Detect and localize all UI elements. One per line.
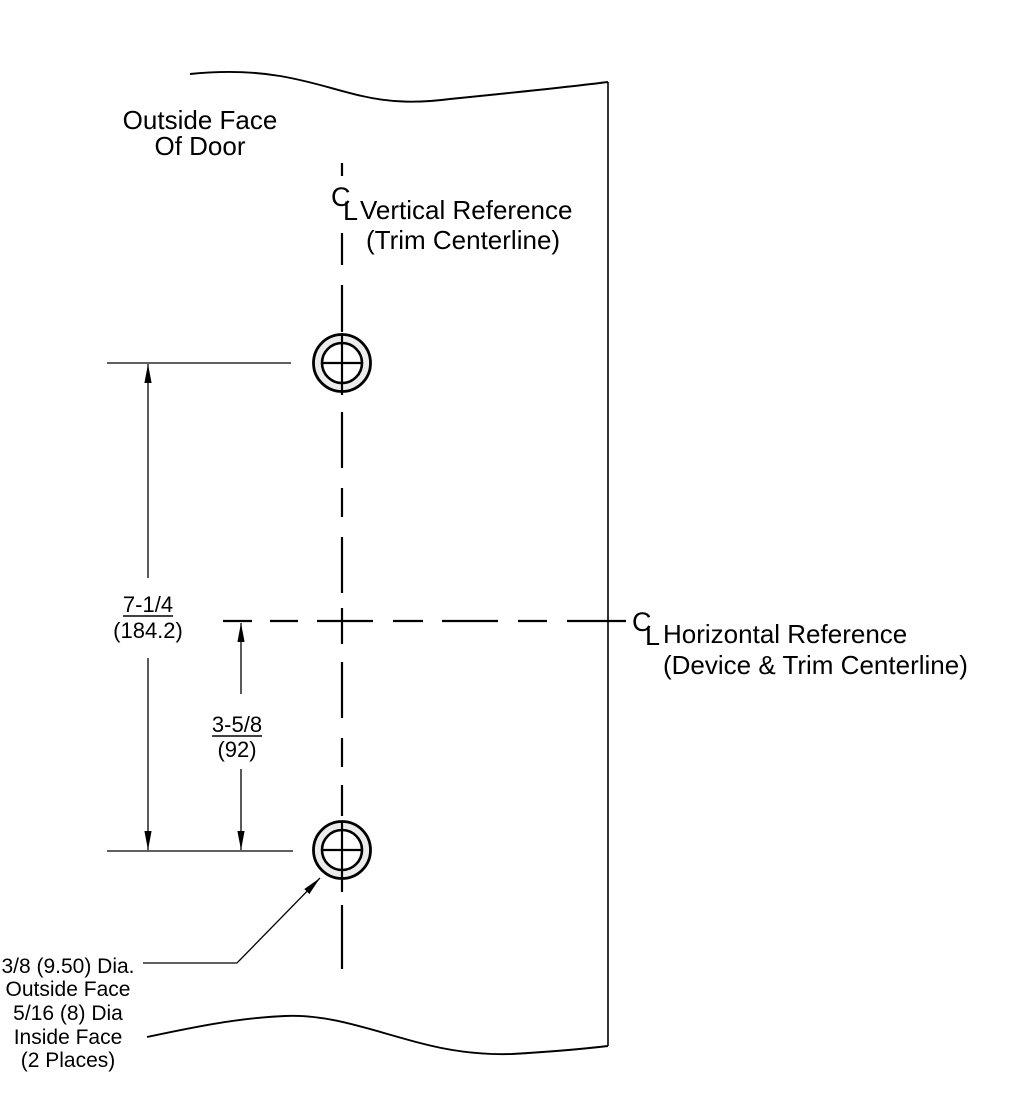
horizontal-reference-label-line2: (Device & Trim Centerline) bbox=[663, 650, 968, 680]
door-label-line1: Outside Face bbox=[123, 105, 278, 135]
mounting-hole-top bbox=[312, 333, 372, 395]
hole-note-line2: Outside Face bbox=[6, 978, 131, 1001]
hole-note: 3/8 (9.50) Dia. Outside Face 5/16 (8) Di… bbox=[1, 955, 134, 1072]
horizontal-reference-label-line1: Horizontal Reference bbox=[663, 619, 907, 649]
hole-note-line5: (2 Places) bbox=[21, 1049, 116, 1072]
centerline-symbol-c: C bbox=[331, 182, 351, 212]
dimension-text-hole-spacing: 7-1/4 (184.2) bbox=[113, 592, 183, 643]
vertical-reference-label-line2: (Trim Centerline) bbox=[366, 225, 560, 255]
door-break-line-top bbox=[189, 71, 609, 103]
vertical-reference-callout: C L Vertical Reference (Trim Centerline) bbox=[331, 182, 572, 255]
dimension-text-centerline-offset: 3-5/8 (92) bbox=[212, 712, 262, 762]
dimension-fraction: 7-1/4 bbox=[123, 592, 173, 617]
dimension-fraction: 3-5/8 bbox=[212, 712, 262, 737]
mounting-hole-bottom bbox=[312, 820, 372, 892]
door-break-line-bottom bbox=[146, 1014, 609, 1056]
dimension-metric: (92) bbox=[217, 737, 256, 762]
horizontal-reference-callout: C L Horizontal Reference (Device & Trim … bbox=[632, 607, 968, 680]
centerline-symbol-l: L bbox=[343, 196, 358, 226]
centerline-symbol-c: C bbox=[632, 607, 652, 637]
centerline-symbol-l: L bbox=[645, 621, 660, 651]
hole-note-leader-line bbox=[143, 877, 321, 964]
hole-note-line1: 3/8 (9.50) Dia. bbox=[1, 955, 134, 978]
door-label-line2: Of Door bbox=[154, 131, 245, 161]
hole-note-line4: Inside Face bbox=[14, 1026, 123, 1049]
hole-note-line3: 5/16 (8) Dia bbox=[13, 1002, 123, 1025]
dimension-metric: (184.2) bbox=[113, 618, 183, 643]
vertical-reference-label-line1: Vertical Reference bbox=[360, 195, 572, 225]
